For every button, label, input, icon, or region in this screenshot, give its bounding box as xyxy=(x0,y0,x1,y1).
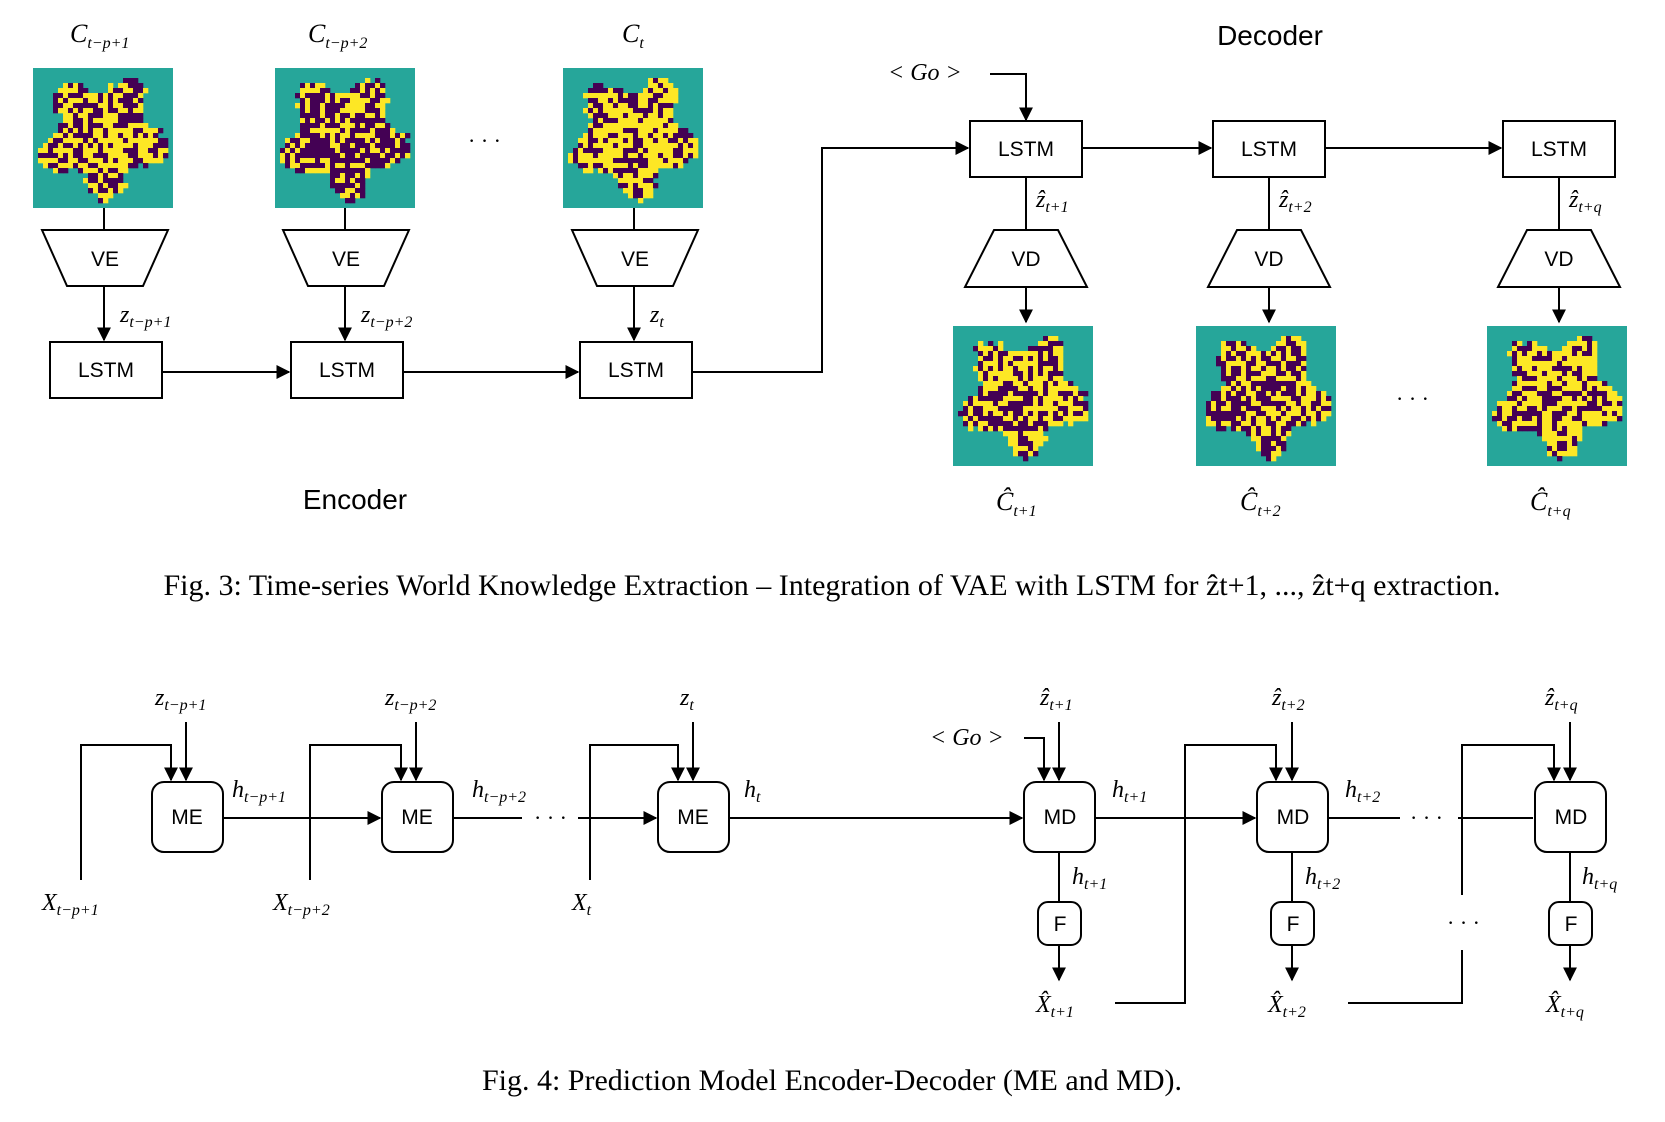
svg-text:ht: ht xyxy=(744,777,761,806)
svg-text:VE: VE xyxy=(621,248,649,271)
svg-text:ẑt+2: ẑt+2 xyxy=(1271,685,1305,714)
svg-text:Ct: Ct xyxy=(622,19,644,52)
svg-text:X̂t+q: X̂t+q xyxy=(1545,991,1584,1021)
svg-text:LSTM: LSTM xyxy=(319,359,375,382)
svg-text:Ĉt+q: Ĉt+q xyxy=(1530,487,1571,520)
svg-text:zt: zt xyxy=(649,302,664,331)
input-map-2: Ct−p+2 xyxy=(275,19,415,208)
me-block-3: zt ME ht Xt xyxy=(571,685,761,919)
svg-text:zt: zt xyxy=(679,685,694,714)
ellipsis-top: · · · xyxy=(468,128,501,153)
svg-text:ME: ME xyxy=(171,806,203,829)
svg-text:VE: VE xyxy=(91,248,119,271)
decoder-block-3: LSTM ẑt+q VD Ĉt+q xyxy=(1487,120,1627,520)
ve-block-1: VE zt−p+1 LSTM xyxy=(40,208,171,399)
decoder-label: Decoder xyxy=(1217,20,1323,51)
svg-text:ẑt+1: ẑt+1 xyxy=(1039,685,1073,714)
svg-text:zt−p+2: zt−p+2 xyxy=(384,685,436,714)
svg-text:X̂t+1: X̂t+1 xyxy=(1035,991,1074,1021)
md-block-1: ẑt+1 MD ht+1 ht+1 F X̂t+1 xyxy=(1023,685,1147,1021)
svg-text:Ct−p+2: Ct−p+2 xyxy=(308,19,367,52)
svg-text:LSTM: LSTM xyxy=(1531,138,1587,161)
svg-text:F: F xyxy=(1054,913,1067,936)
svg-text:MD: MD xyxy=(1555,806,1588,829)
svg-text:LSTM: LSTM xyxy=(78,359,134,382)
md-block-2: ẑt+2 MD ht+2 ht+2 F X̂t+2 xyxy=(1115,685,1380,1021)
svg-text:Xt: Xt xyxy=(571,890,592,919)
fig3-diagram: Ct−p+1 Ct−p+2 · · · Ct VE zt−p+1 LSTM xyxy=(33,19,1627,602)
ellipsis-fig4-a: · · · xyxy=(534,805,567,830)
svg-text:ẑt+q: ẑt+q xyxy=(1568,187,1602,216)
svg-text:LSTM: LSTM xyxy=(998,138,1054,161)
go-token-fig4: < Go > xyxy=(930,725,1004,751)
ve-block-3: VE zt LSTM xyxy=(570,208,700,399)
svg-text:ẑt+q: ẑt+q xyxy=(1544,685,1578,714)
svg-text:F: F xyxy=(1287,913,1300,936)
svg-text:ME: ME xyxy=(677,806,709,829)
svg-text:LSTM: LSTM xyxy=(608,359,664,382)
me-block-2: zt−p+2 ME ht−p+2 Xt−p+2 xyxy=(272,685,526,919)
svg-text:X̂t+2: X̂t+2 xyxy=(1267,991,1306,1021)
svg-text:ẑt+1: ẑt+1 xyxy=(1035,187,1069,216)
svg-text:VD: VD xyxy=(1011,248,1040,271)
c-label: C xyxy=(70,19,88,48)
svg-text:zt−p+1: zt−p+1 xyxy=(154,685,206,714)
svg-text:MD: MD xyxy=(1277,806,1310,829)
fig4-caption: Fig. 4: Prediction Model Encoder-Decoder… xyxy=(482,1064,1182,1097)
go-token-fig3: < Go > xyxy=(888,60,962,86)
svg-text:ht−p+2: ht−p+2 xyxy=(472,777,526,806)
svg-text:ht+1: ht+1 xyxy=(1112,777,1147,806)
svg-text:VE: VE xyxy=(332,248,360,271)
svg-text:ht+1: ht+1 xyxy=(1072,864,1107,893)
svg-text:ht+q: ht+q xyxy=(1582,864,1617,893)
svg-text:F: F xyxy=(1565,913,1578,936)
fig4-diagram: zt−p+1 ME ht−p+1 Xt−p+1 zt−p+2 ME ht−p+2… xyxy=(41,685,1617,1097)
svg-text:LSTM: LSTM xyxy=(1241,138,1297,161)
svg-text:Xt−p+1: Xt−p+1 xyxy=(41,890,99,919)
input-map-3: Ct xyxy=(563,19,703,208)
svg-text:Ct−p+1: Ct−p+1 xyxy=(70,19,129,52)
encoder-label: Encoder xyxy=(303,484,407,515)
svg-text:ht+2: ht+2 xyxy=(1345,777,1380,806)
ellipsis-fig4-b: · · · xyxy=(1410,805,1443,830)
svg-text:Ĉt+1: Ĉt+1 xyxy=(996,487,1037,520)
svg-text:Xt−p+2: Xt−p+2 xyxy=(272,890,330,919)
md-block-3: ẑt+q MD ht+q F X̂t+q xyxy=(1348,685,1617,1021)
svg-text:VD: VD xyxy=(1254,248,1283,271)
fig3-caption: Fig. 3: Time-series World Knowledge Extr… xyxy=(163,569,1500,602)
ellipsis-decoder: · · · xyxy=(1396,386,1429,411)
decoder-block-2: LSTM ẑt+2 VD Ĉt+2 xyxy=(1196,120,1336,520)
svg-text:zt−p+2: zt−p+2 xyxy=(360,302,412,331)
ellipsis-fig4-c: · · · xyxy=(1447,910,1480,935)
svg-text:MD: MD xyxy=(1044,806,1077,829)
svg-text:zt−p+1: zt−p+1 xyxy=(119,302,171,331)
ve-block-2: VE zt−p+2 LSTM xyxy=(281,208,412,399)
decoder-block-1: LSTM ẑt+1 VD Ĉt+1 xyxy=(953,120,1093,520)
svg-text:ẑt+2: ẑt+2 xyxy=(1278,187,1312,216)
svg-text:VD: VD xyxy=(1544,248,1573,271)
svg-text:ht−p+1: ht−p+1 xyxy=(232,777,286,806)
me-block-1: zt−p+1 ME ht−p+1 Xt−p+1 xyxy=(41,685,286,919)
input-map-1: Ct−p+1 xyxy=(33,19,173,208)
svg-text:ME: ME xyxy=(401,806,433,829)
svg-text:ht+2: ht+2 xyxy=(1305,864,1340,893)
svg-text:Ĉt+2: Ĉt+2 xyxy=(1240,487,1281,520)
